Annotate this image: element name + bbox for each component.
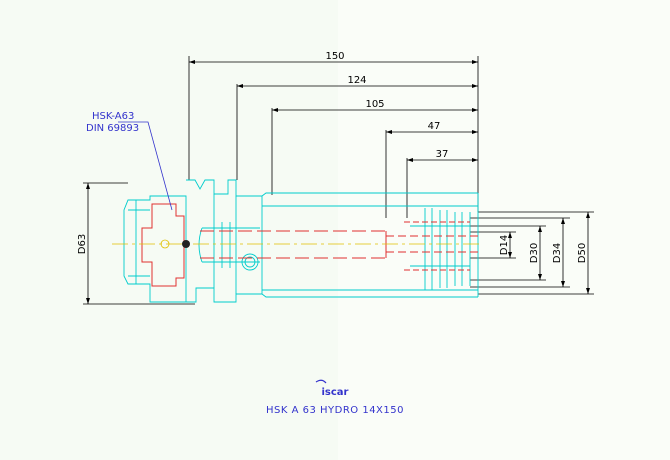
- part-name: HSK A 63 HYDRO 14X150: [266, 405, 404, 416]
- dim-105-label: 105: [365, 99, 384, 110]
- dim-d50-label: D50: [577, 243, 588, 263]
- svg-text:iscar: iscar: [322, 387, 349, 398]
- callout-din-label: DIN 69893: [86, 123, 139, 134]
- callout-hsk-label: HSK-A63: [92, 111, 134, 122]
- hidden-lines: [141, 203, 478, 287]
- dimension-lines: [83, 56, 594, 305]
- dim-150-label: 150: [325, 51, 344, 62]
- dimension-arrows: [86, 60, 590, 304]
- hole-marker: [160, 239, 170, 249]
- balance-hole-marker: [182, 240, 190, 248]
- dim-124-label: 124: [347, 75, 366, 86]
- paper-area: [0, 0, 338, 460]
- dim-d34-label: D34: [552, 243, 563, 263]
- iscar-logo: iscar: [315, 379, 349, 398]
- dim-37-label: 37: [436, 149, 449, 160]
- dim-d63-label: D63: [77, 234, 88, 254]
- callout-leader: [118, 121, 173, 211]
- dim-d14-label: D14: [499, 235, 510, 255]
- dim-d30-label: D30: [529, 243, 540, 263]
- dim-47-label: 47: [428, 121, 441, 132]
